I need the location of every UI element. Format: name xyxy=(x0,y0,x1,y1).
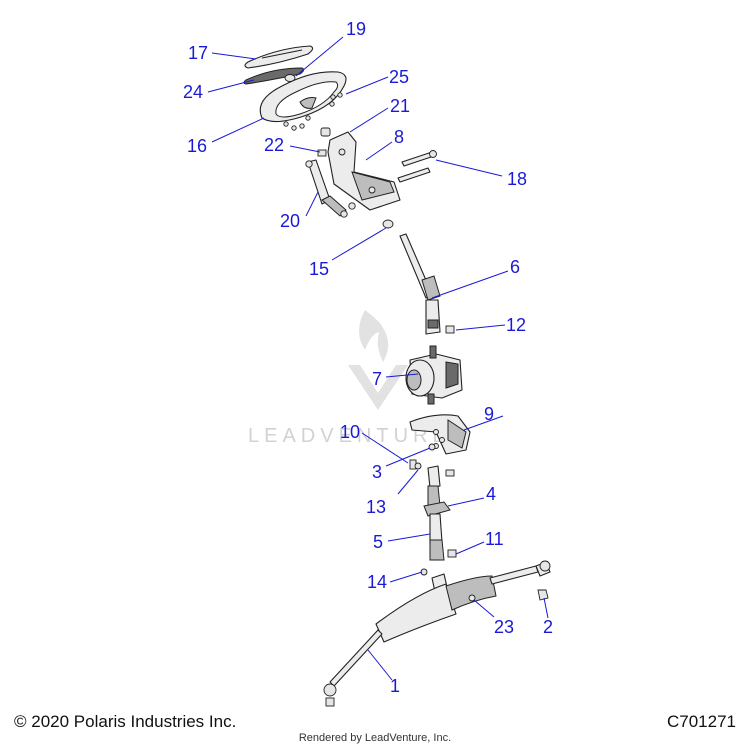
callout-15: 15 xyxy=(309,259,329,279)
watermark-text: LEADVENTURE xyxy=(248,425,451,447)
diagram-code: C701271 xyxy=(666,712,736,731)
part-9-mount-bracket xyxy=(409,414,471,455)
callout-18: 18 xyxy=(507,169,527,189)
callout-19: 19 xyxy=(346,19,366,39)
callout-17: 17 xyxy=(188,43,208,63)
rendered-by-text: Rendered by LeadVenture, Inc. xyxy=(298,732,452,744)
part-3-nut xyxy=(428,443,436,451)
part-18-bolts xyxy=(397,150,437,183)
callout-numbers: 17 19 24 25 21 16 22 8 18 20 15 6 12 7 9… xyxy=(183,19,553,696)
part-1-steering-rack xyxy=(323,560,551,707)
callout-14: 14 xyxy=(367,572,387,592)
callout-8: 8 xyxy=(394,127,404,147)
part-16-steering-wheel xyxy=(259,71,347,123)
part-2-nut xyxy=(537,589,549,601)
part-25-screws xyxy=(283,92,343,131)
callout-1: 1 xyxy=(390,676,400,696)
part-17-steering-cover xyxy=(244,45,314,69)
copyright-text: © 2020 Polaris Industries Inc. xyxy=(14,712,237,731)
callout-3: 3 xyxy=(372,462,382,482)
callout-10: 10 xyxy=(340,422,360,442)
callout-21: 21 xyxy=(390,96,410,116)
part-23-nut xyxy=(468,594,476,602)
callout-22: 22 xyxy=(264,135,284,155)
part-4-boot xyxy=(423,501,451,517)
callout-24: 24 xyxy=(183,82,203,102)
callout-16: 16 xyxy=(187,136,207,156)
callout-2: 2 xyxy=(543,617,553,637)
callout-20: 20 xyxy=(280,211,300,231)
callout-6: 6 xyxy=(510,257,520,277)
part-15-bushing xyxy=(382,219,394,229)
part-5-lower-u-joint xyxy=(429,513,445,561)
callout-23: 23 xyxy=(494,617,514,637)
part-24-steering-trim xyxy=(243,67,305,85)
part-6-upper-shaft xyxy=(399,233,441,335)
callout-5: 5 xyxy=(373,532,383,552)
part-20-tilt-strut xyxy=(305,159,356,218)
part-11-bolt xyxy=(447,549,457,558)
watermark-logo-icon xyxy=(359,310,389,362)
callout-7: 7 xyxy=(372,369,382,389)
part-7-eps-unit xyxy=(405,345,463,405)
part-13-nut xyxy=(414,462,422,470)
callout-9: 9 xyxy=(484,404,494,424)
callout-4: 4 xyxy=(486,484,496,504)
leader-lines xyxy=(207,36,549,681)
part-12-bolt xyxy=(445,325,455,334)
part-8-column-bracket xyxy=(327,131,401,211)
callout-25: 25 xyxy=(389,67,409,87)
part-22-bolt xyxy=(317,149,327,157)
part-lower-shaft xyxy=(427,465,455,507)
callout-11: 11 xyxy=(485,529,504,549)
callout-13: 13 xyxy=(366,497,386,517)
callout-12: 12 xyxy=(506,315,526,335)
